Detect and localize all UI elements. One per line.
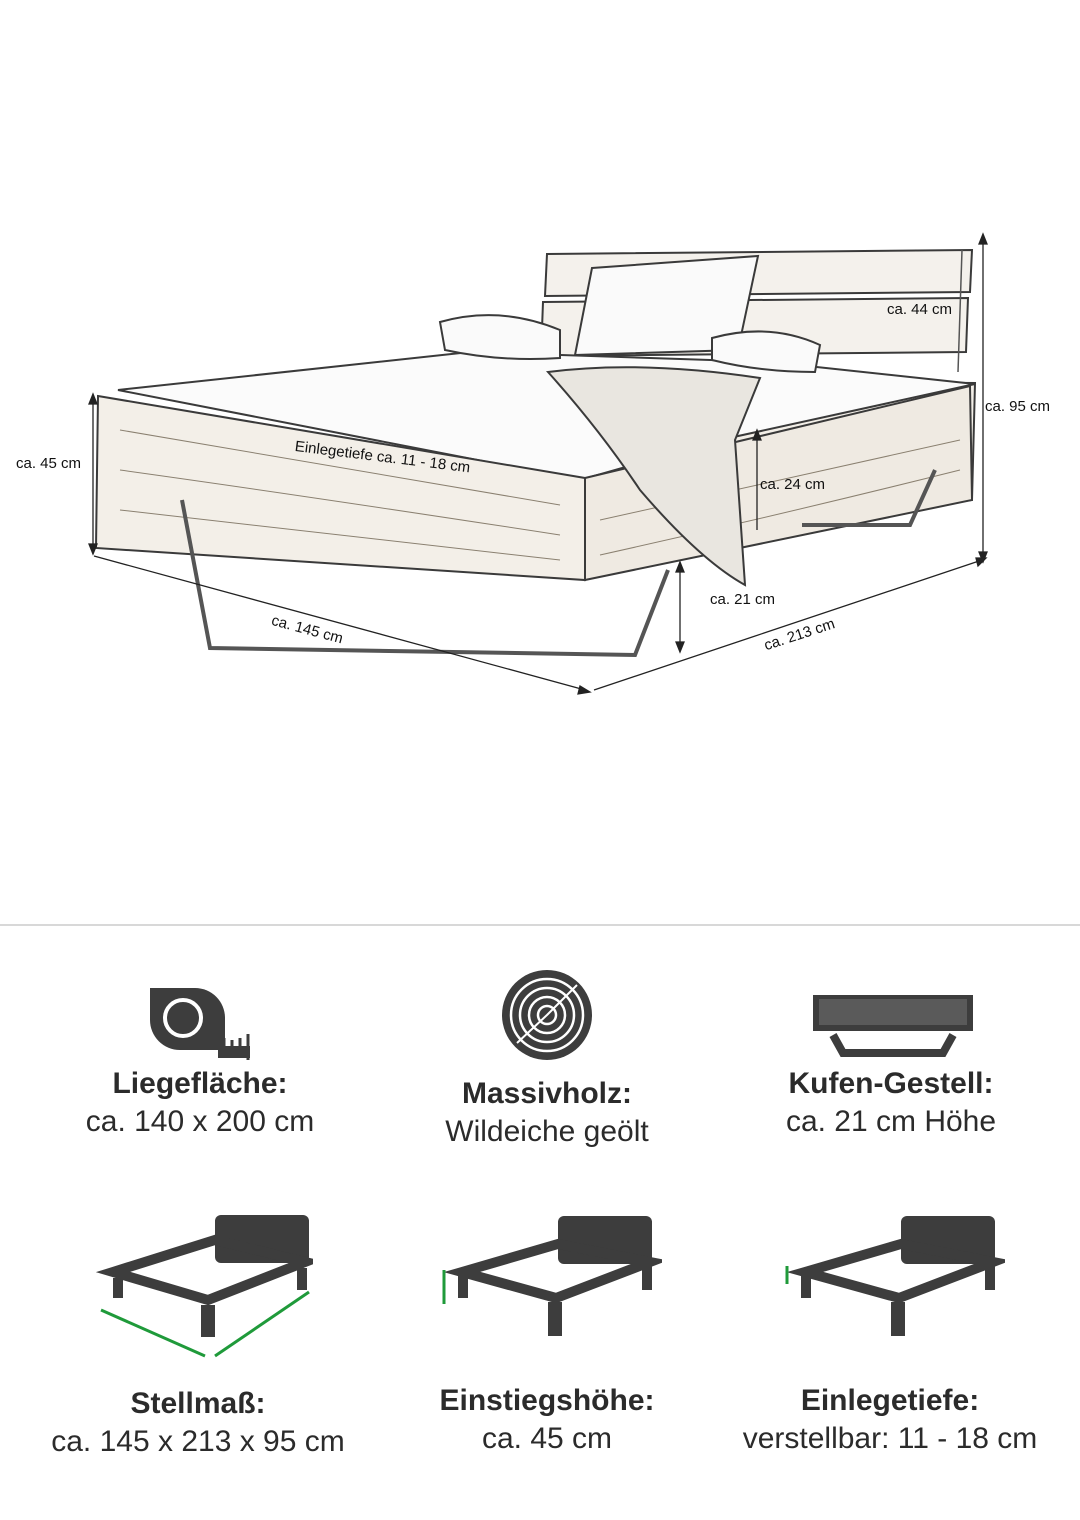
feature-value: Wildeiche geölt [445, 1115, 649, 1148]
feature-value: ca. 140 x 200 cm [85, 1105, 315, 1138]
tape-measure-icon [150, 988, 250, 1060]
feature-value: ca. 45 cm [481, 1422, 613, 1455]
bed-insert-depth-icon [785, 1216, 1005, 1336]
feature-value: verstellbar: 11 - 18 cm [742, 1422, 1038, 1455]
runner-frame-icon [813, 995, 973, 1057]
feature-runner-frame: Kufen-Gestell: ca. 21 cm Höhe [711, 990, 1071, 1141]
bed-sketch [88, 232, 988, 695]
feature-title: Massivholz: [461, 1077, 633, 1110]
dim-total-height: ca. 95 cm [985, 398, 1051, 415]
dim-runner-height: ca. 21 cm [710, 591, 776, 608]
feature-value: ca. 21 cm Höhe [785, 1105, 997, 1138]
tree-rings-icon [502, 970, 592, 1060]
dim-side-height: ca. 24 cm [760, 476, 826, 493]
bed-technical-drawing: ca. 44 cm ca. 95 cm ca. 45 cm Einlegetie… [16, 232, 1051, 695]
dim-headboard-height: ca. 44 cm [887, 301, 953, 318]
feature-value: ca. 145 x 213 x 95 cm [51, 1425, 345, 1458]
feature-insert-depth: Einlegetiefe: verstellbar: 11 - 18 cm [710, 1212, 1070, 1458]
bed-dimensions-icon [95, 1215, 313, 1358]
section-divider [0, 924, 1080, 926]
feature-entry-height: Einstiegshöhe: ca. 45 cm [367, 1212, 727, 1458]
feature-sleeping-area: Liegefläche: ca. 140 x 200 cm [20, 980, 380, 1141]
feature-overall-dimensions: Stellmaß: ca. 145 x 213 x 95 cm [18, 1210, 378, 1461]
feature-title: Einlegetiefe: [800, 1384, 980, 1417]
dim-frame-height: ca. 45 cm [16, 455, 82, 472]
feature-title: Einstiegshöhe: [439, 1384, 655, 1417]
feature-title: Stellmaß: [130, 1387, 266, 1420]
feature-title: Kufen-Gestell: [788, 1067, 994, 1100]
bed-entry-height-icon [442, 1216, 662, 1336]
feature-solid-wood: Massivholz: Wildeiche geölt [367, 965, 727, 1151]
feature-title: Liegefläche: [112, 1067, 288, 1100]
